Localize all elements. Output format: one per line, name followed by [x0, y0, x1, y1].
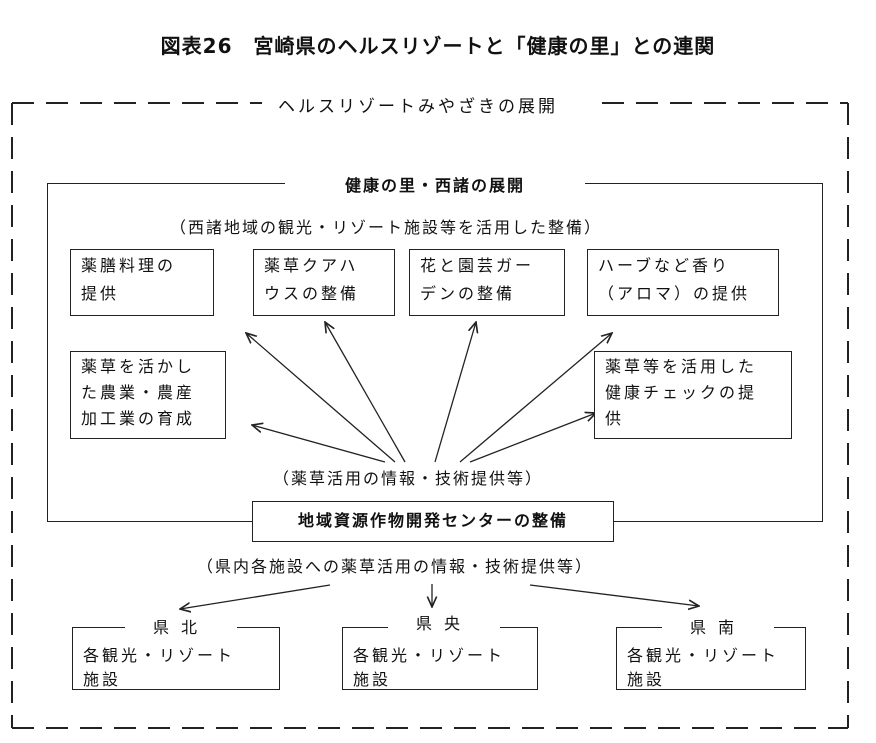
- region-line: 施設: [83, 670, 122, 689]
- region-line: 各観光・リゾート: [627, 646, 780, 665]
- box-line: た農業・農産: [81, 383, 196, 402]
- box-flower-garden: 花と園芸ガー デンの整備: [409, 249, 565, 316]
- box-line: 提供: [81, 284, 120, 303]
- box-line: 加工業の育成: [81, 409, 196, 428]
- box-line: 健康チェックの提: [605, 383, 758, 402]
- box-line: （アロマ）の提供: [598, 284, 751, 303]
- outer-frame-label: ヘルスリゾートみやざきの展開: [268, 92, 568, 117]
- box-line: 花と園芸ガー: [420, 256, 535, 275]
- box-line: ウスの整備: [264, 284, 360, 303]
- region-box-south: 各観光・リゾート 施設: [616, 627, 806, 690]
- region-line: 施設: [353, 670, 392, 689]
- region-name-central: 県央: [388, 610, 500, 634]
- region-box-central: 各観光・リゾート 施設: [342, 627, 538, 690]
- box-yakuzen-cuisine: 薬膳料理の 提供: [70, 249, 214, 316]
- box-line: ハーブなど香り: [598, 256, 731, 275]
- region-name-north: 県北: [125, 614, 237, 638]
- box-herb-kurhaus: 薬草クアハ ウスの整備: [253, 249, 395, 316]
- prefecture-note: （県内各施設への薬草活用の情報・技術提供等）: [197, 557, 594, 576]
- region-line: 施設: [627, 670, 666, 689]
- box-line: 薬草を活かし: [81, 357, 196, 376]
- box-line: 供: [605, 409, 625, 428]
- region-line: 各観光・リゾート: [83, 646, 236, 665]
- region-line: 各観光・リゾート: [353, 646, 506, 665]
- upward-arrows: [246, 322, 612, 463]
- box-line: 薬膳料理の: [81, 256, 177, 275]
- downward-arrows: [180, 584, 699, 609]
- page-title: 図表26 宮崎県のヘルスリゾートと「健康の里」との連関: [160, 34, 716, 58]
- herb-info-note: （薬草活用の情報・技術提供等）: [273, 469, 544, 488]
- box-herb-aroma: ハーブなど香り （アロマ）の提供: [587, 249, 779, 316]
- box-line: 薬草等を活用した: [605, 357, 758, 376]
- outer-dashed-frame: [11, 102, 849, 729]
- inner-subtitle: （西諸地域の観光・リゾート施設等を活用した整備）: [170, 218, 603, 237]
- inner-frame-label: 健康の里・西諸の展開: [285, 172, 585, 196]
- box-health-check: 薬草等を活用した 健康チェックの提 供: [594, 351, 792, 439]
- region-box-north: 各観光・リゾート 施設: [72, 627, 280, 690]
- region-name-south: 県南: [662, 614, 774, 638]
- box-line: デンの整備: [420, 284, 516, 303]
- box-herb-agriculture: 薬草を活かし た農業・農産 加工業の育成: [70, 351, 226, 439]
- box-line: 薬草クアハ: [264, 256, 359, 275]
- center-development-box: 地域資源作物開発センターの整備: [252, 501, 614, 542]
